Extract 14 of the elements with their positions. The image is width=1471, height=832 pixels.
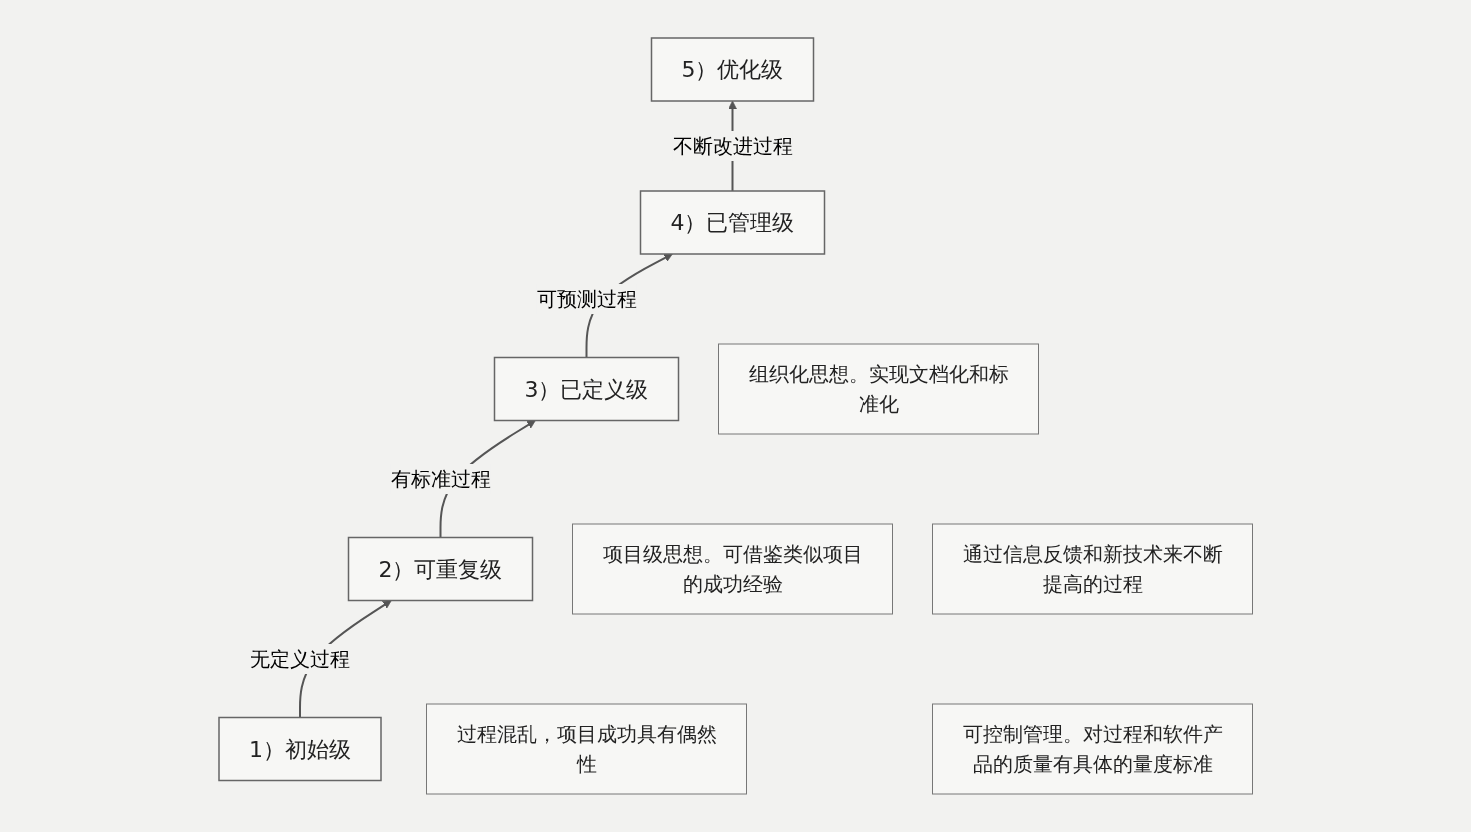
node-box: 项目级思想。可借鉴类似项目的成功经验: [571, 523, 893, 615]
node-box: 5）优化级: [650, 37, 814, 102]
node-box: 3）已定义级: [493, 356, 679, 422]
edge-label: 有标准过程: [390, 467, 491, 491]
edge-label: 无定义过程: [249, 647, 350, 671]
node-box: 2）可重复级: [347, 536, 533, 602]
node-box: 4）已管理级: [639, 190, 825, 255]
edge-label: 可预测过程: [536, 287, 637, 311]
node-box: 通过信息反馈和新技术来不断提高的过程: [931, 523, 1253, 615]
node-box: 可控制管理。对过程和软件产品的质量有具体的量度标准: [931, 703, 1253, 795]
node-box: 1）初始级: [218, 716, 382, 782]
node-box: 过程混乱，项目成功具有偶然性: [425, 703, 747, 795]
edge-label: 不断改进过程: [672, 134, 793, 158]
node-box: 组织化思想。实现文档化和标准化: [717, 343, 1039, 435]
